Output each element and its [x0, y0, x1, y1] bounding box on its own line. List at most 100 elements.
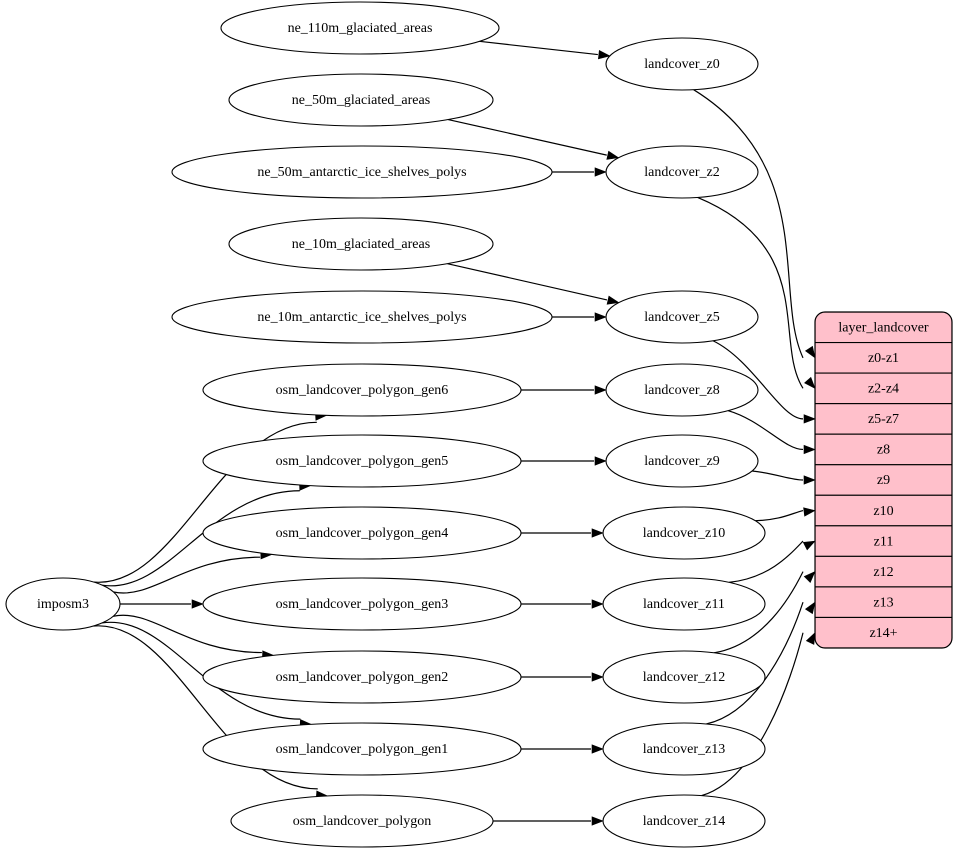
node-label: landcover_z8: [644, 383, 719, 398]
edge-osm_landcover_polygon_gen5-to-landcover_z9-arrow: [594, 456, 607, 466]
node-landcover_z14[interactable]: landcover_z14: [602, 794, 766, 848]
edge-osm_landcover_polygon_gen2-to-landcover_z12-arrow: [591, 672, 604, 682]
node-shape: [5, 577, 121, 631]
edge-landcover_z12-to-z12: [713, 571, 804, 654]
edge-landcover_z14-to-z14+: [701, 632, 804, 797]
table-row-label: z11: [874, 534, 894, 549]
node-shape: [202, 650, 522, 704]
node-shape: [228, 217, 494, 271]
node-osm_landcover_polygon[interactable]: osm_landcover_polygon: [230, 794, 494, 848]
edge-landcover_z5-to-z5-z7: [712, 340, 804, 420]
edge-ne_10m_antarctic_ice_shelves_polys-to-landcover_z5-arrow: [594, 312, 607, 322]
node-osm_landcover_polygon_gen6[interactable]: osm_landcover_polygon_gen6: [202, 363, 522, 417]
node-label: landcover_z13: [643, 742, 725, 757]
node-shape: [602, 506, 766, 560]
edge-ne_10m_glaciated_areas-to-landcover_z5: [447, 263, 608, 301]
node-imposm3[interactable]: imposm3: [5, 577, 121, 631]
node-label: landcover_z2: [644, 165, 719, 180]
edge-landcover_z8-to-z8-arrow: [803, 444, 816, 455]
node-label: landcover_z9: [644, 454, 719, 469]
edge-osm_landcover_polygon_gen3-to-landcover_z11-arrow: [591, 599, 604, 609]
edge-osm_landcover_polygon_gen4-to-landcover_z10-arrow: [591, 528, 604, 538]
node-shape: [202, 722, 522, 776]
table-row-label: z9: [877, 473, 890, 488]
edge-ne_110m_glaciated_areas-to-landcover_z0: [479, 40, 598, 56]
node-landcover_z5[interactable]: landcover_z5: [605, 290, 759, 344]
node-label: imposm3: [37, 597, 89, 612]
edge-ne_50m_antarctic_ice_shelves_polys-to-landcover_z2-arrow: [594, 167, 607, 177]
node-shape: [202, 363, 522, 417]
node-label: osm_landcover_polygon_gen5: [276, 454, 449, 469]
node-shape: [171, 290, 553, 344]
table-row-z2-z4[interactable]: [815, 372, 952, 405]
node-osm_landcover_polygon_gen4[interactable]: osm_landcover_polygon_gen4: [202, 506, 522, 560]
node-landcover_z8[interactable]: landcover_z8: [605, 363, 759, 417]
node-osm_landcover_polygon_gen5[interactable]: osm_landcover_polygon_gen5: [202, 434, 522, 488]
table-row-z9[interactable]: [815, 464, 952, 496]
table-row-z8[interactable]: [815, 433, 952, 466]
node-osm_landcover_polygon_gen1[interactable]: osm_landcover_polygon_gen1: [202, 722, 522, 776]
edge-landcover_z2-to-z2-z4-arrow: [804, 376, 816, 389]
node-label: osm_landcover_polygon_gen3: [276, 597, 449, 612]
node-shape: [605, 290, 759, 344]
node-shape: [202, 506, 522, 560]
edge-landcover_z10-to-z10-arrow: [803, 507, 816, 517]
table-layer_landcover[interactable]: layer_landcoverz0-z1z2-z4z5-z7z8z9z10z11…: [814, 311, 953, 649]
node-label: ne_10m_antarctic_ice_shelves_polys: [257, 310, 466, 325]
edge-osm_landcover_polygon-to-landcover_z14-arrow: [591, 816, 604, 826]
node-landcover_z13[interactable]: landcover_z13: [602, 722, 766, 776]
node-label: landcover_z12: [643, 670, 725, 685]
table-outline: [814, 311, 953, 649]
edge-imposm3-to-osm_landcover_polygon_gen6: [93, 421, 317, 583]
node-shape: [605, 145, 759, 199]
node-ne_10m_glaciated_areas[interactable]: ne_10m_glaciated_areas: [228, 217, 494, 271]
node-label: landcover_z14: [643, 814, 725, 829]
node-osm_landcover_polygon_gen2[interactable]: osm_landcover_polygon_gen2: [202, 650, 522, 704]
edge-landcover_z12-to-z12-arrow: [803, 571, 816, 583]
node-landcover_z11[interactable]: landcover_z11: [602, 577, 766, 631]
edge-ne_50m_glaciated_areas-to-landcover_z2-arrow: [606, 150, 620, 160]
node-shape: [602, 722, 766, 776]
node-label: osm_landcover_polygon_gen2: [276, 670, 449, 685]
node-landcover_z10[interactable]: landcover_z10: [602, 506, 766, 560]
edge-imposm3-to-osm_landcover_polygon_gen1: [101, 621, 301, 720]
edge-imposm3-to-osm_landcover_polygon_gen5: [102, 490, 300, 587]
table-row-label: z0-z1: [868, 351, 899, 366]
node-osm_landcover_polygon_gen3[interactable]: osm_landcover_polygon_gen3: [202, 577, 522, 631]
node-landcover_z12[interactable]: landcover_z12: [602, 650, 766, 704]
node-shape: [171, 145, 553, 199]
node-shape: [605, 37, 759, 91]
edge-imposm3-to-osm_landcover_polygon_gen3-arrow: [191, 599, 204, 609]
table-row-label: z2-z4: [868, 382, 899, 397]
node-label: landcover_z0: [644, 57, 719, 72]
node-ne_50m_antarctic_ice_shelves_polys[interactable]: ne_50m_antarctic_ice_shelves_polys: [171, 145, 553, 199]
table-row-z13[interactable]: [815, 586, 952, 619]
edge-imposm3-to-osm_landcover_polygon: [93, 625, 318, 790]
edge-imposm3-to-osm_landcover_polygon_gen2: [113, 614, 262, 654]
edge-landcover_z13-to-z13: [706, 601, 804, 725]
edge-landcover_z2-to-z2-z4: [697, 196, 804, 389]
node-shape: [228, 73, 494, 127]
node-ne_50m_glaciated_areas[interactable]: ne_50m_glaciated_areas: [228, 73, 494, 127]
node-landcover_z2[interactable]: landcover_z2: [605, 145, 759, 199]
table-row-z5-z7[interactable]: [815, 403, 952, 435]
edge-landcover_z14-to-z14+-arrow: [805, 631, 816, 645]
node-landcover_z0[interactable]: landcover_z0: [605, 37, 759, 91]
table-row-label: z8: [877, 443, 890, 458]
node-shape: [602, 650, 766, 704]
node-ne_110m_glaciated_areas[interactable]: ne_110m_glaciated_areas: [220, 1, 500, 55]
node-label: osm_landcover_polygon_gen4: [276, 526, 449, 541]
table-header-label: layer_landcover: [838, 320, 929, 335]
node-ne_10m_antarctic_ice_shelves_polys[interactable]: ne_10m_antarctic_ice_shelves_polys: [171, 290, 553, 344]
table-row-label: z5-z7: [868, 412, 899, 427]
nodes-layer: imposm3 ne_110m_glaciated_areas ne_50m_gla…: [5, 1, 766, 848]
edge-landcover_z0-to-z0-z1: [693, 89, 804, 359]
edge-landcover_z8-to-z8: [728, 410, 804, 451]
node-label: landcover_z10: [643, 526, 725, 541]
node-shape: [605, 363, 759, 417]
edge-ne_110m_glaciated_areas-to-landcover_z0-arrow: [598, 50, 611, 60]
node-landcover_z9[interactable]: landcover_z9: [605, 434, 759, 488]
node-shape: [602, 794, 766, 848]
